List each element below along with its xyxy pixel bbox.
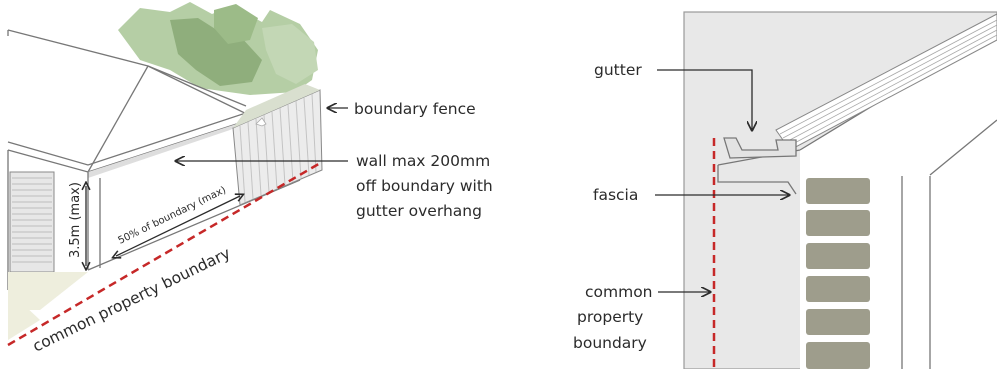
left-diagram: 3.5m (max) 50% of boundary (max) common … (7, 2, 493, 356)
length-label: 50% of boundary (max) (116, 185, 228, 247)
wall-label-line2: off boundary with (356, 177, 493, 195)
boundary-fence-label: boundary fence (354, 100, 476, 118)
gutter-shape (723, 137, 797, 159)
roof-rafters (775, 13, 997, 151)
tree-illustration (118, 2, 318, 95)
boundary-fence-illustration (232, 84, 323, 206)
house-illustration (7, 29, 301, 340)
common-label-line2: property (577, 308, 643, 326)
gutter-label: gutter (594, 61, 642, 79)
wall-label-line1: wall max 200mm (356, 152, 490, 170)
fascia-label: fascia (593, 186, 638, 204)
common-label-line3: boundary (573, 334, 647, 352)
height-label: 3.5m (max) (68, 182, 83, 258)
common-property-boundary-line (7, 160, 323, 347)
length-dimension-arrow (116, 196, 240, 256)
common-label-line1: common (585, 283, 653, 301)
wall-label-line3: gutter overhang (356, 202, 482, 220)
right-diagram: gutter fascia common property boundary (573, 11, 997, 369)
gutter-pointer (657, 69, 752, 130)
brick-column (806, 178, 870, 369)
